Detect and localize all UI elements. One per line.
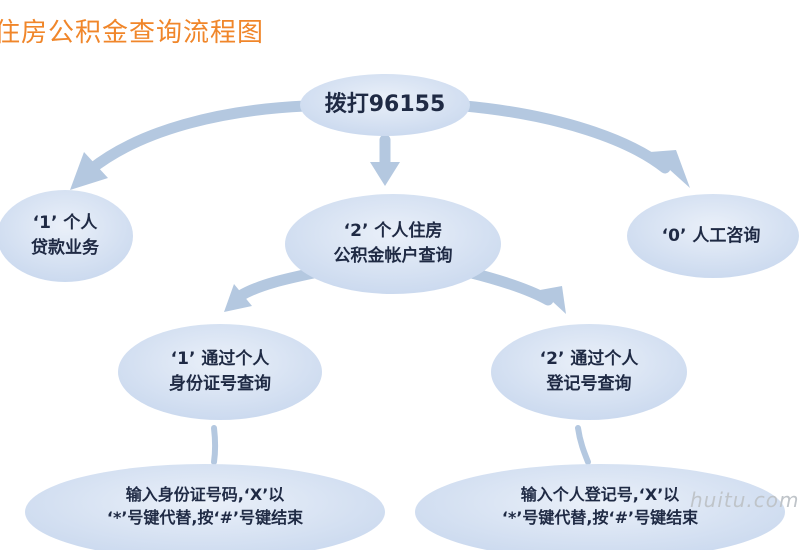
arrow-root-to-staff: [459, 100, 671, 174]
node-reg-shape: [491, 324, 687, 420]
node-label-line: ‘1’ 通过个人: [170, 349, 270, 370]
node-manual-consult: ‘0’ 人工咨询: [626, 196, 796, 276]
node-label-line: 登记号查询: [546, 374, 632, 394]
node-id-number-query: ‘1’ 通过个人 身份证号查询: [120, 326, 320, 418]
node-label-line: ‘0’ 人工咨询: [661, 225, 761, 246]
node-enter-id-number: 输入身份证号码,‘X’以 ‘*’号键代替,按‘#’号键结束: [30, 466, 380, 546]
arrowhead-id: [224, 284, 252, 312]
node-label-line: ‘*’号键代替,按‘#’号键结束: [106, 508, 304, 527]
node-personal-loan: ‘1’ 个人 贷款业务: [2, 192, 128, 280]
arrowheads: [70, 150, 690, 314]
node-label-line: ‘1’ 个人: [32, 213, 98, 234]
line-id-to-input: [211, 425, 219, 465]
node-label-line: 公积金帐户查询: [333, 246, 453, 266]
node-id-shape: [118, 324, 322, 420]
arrow-root-to-loan: [84, 100, 311, 176]
node-enter-registration-number: 输入个人登记号,‘X’以 ‘*’号键代替,按‘#’号键结束: [420, 466, 780, 546]
page-title: 住房公积金查询流程图: [0, 18, 265, 48]
node-root-shape: [300, 74, 470, 136]
node-loan-shape: [0, 190, 133, 282]
arrowhead-fund: [370, 162, 400, 186]
node-label-line: 输入个人登记号,‘X’以: [520, 484, 680, 504]
node-label-line: ‘2’ 个人住房: [343, 221, 443, 242]
arrowhead-loan: [70, 152, 108, 190]
node-label-line: ‘*’号键代替,按‘#’号键结束: [501, 508, 699, 527]
node-label-line: 贷款业务: [31, 238, 99, 258]
node-housing-fund-query: ‘2’ 个人住房 公积金帐户查询: [288, 196, 498, 292]
node-fund-shape: [285, 194, 501, 294]
arrowhead-reg: [540, 286, 566, 314]
watermark: huitu.com: [690, 488, 800, 512]
node-shapes: [0, 74, 799, 550]
arrowhead-staff: [650, 150, 690, 188]
node-registration-number-query: ‘2’ 通过个人 登记号查询: [494, 326, 684, 418]
node-staff-shape: [627, 194, 799, 278]
line-reg-to-input: [575, 425, 591, 465]
node-reg-input-shape: [415, 464, 785, 550]
node-label-line: 身份证号查询: [169, 374, 271, 394]
node-id-input-shape: [25, 464, 385, 550]
node-label-line: ‘2’ 通过个人: [539, 349, 639, 370]
node-dial-96155: 拨打96155: [300, 74, 470, 136]
node-label-line: 拨打96155: [324, 92, 446, 118]
node-label-line: 输入身份证号码,‘X’以: [125, 484, 285, 504]
